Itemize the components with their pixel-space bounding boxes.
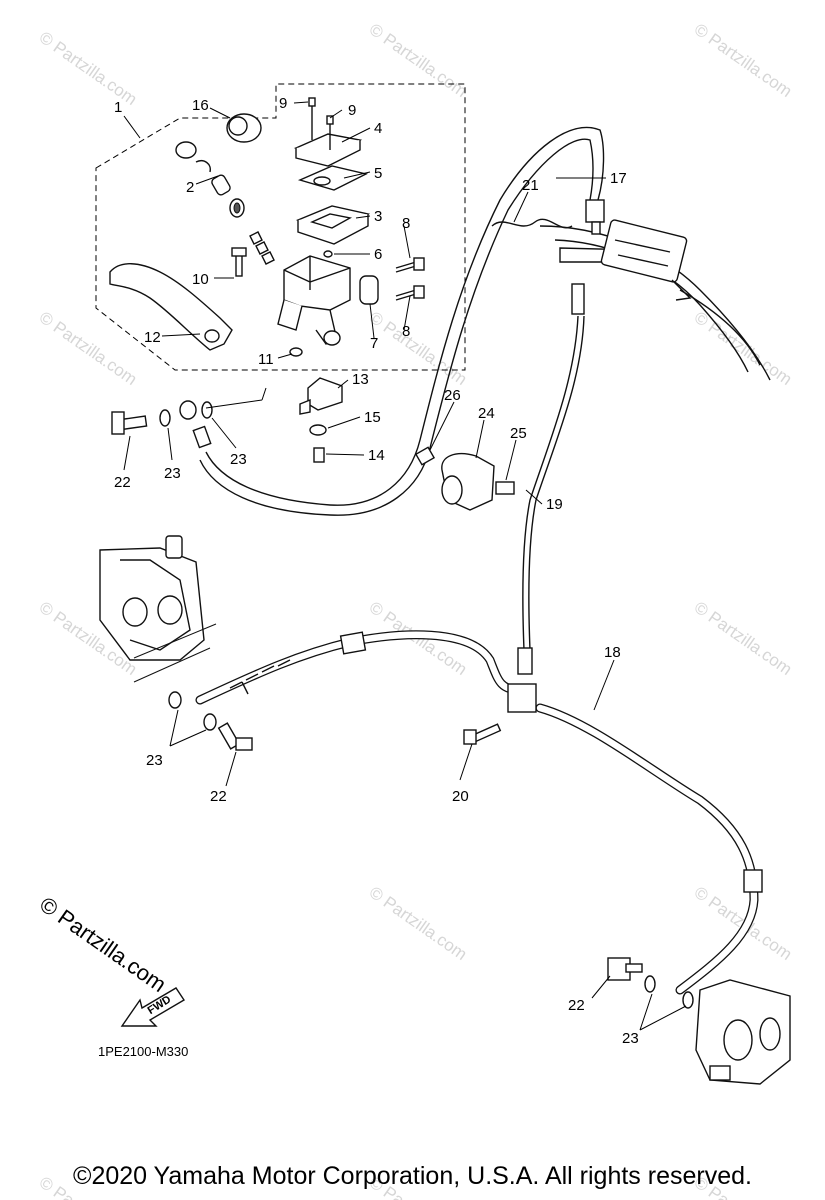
watermark-text: © Partzilla.com: [691, 308, 796, 389]
watermark-text: © Partzilla.com: [366, 883, 471, 964]
callout-13: 13: [352, 371, 369, 388]
banjo-fitting-left: [168, 691, 253, 751]
callout-19: 19: [546, 496, 563, 513]
brake-lever-12: [109, 263, 233, 351]
callout-17: 17: [610, 170, 627, 187]
callout-23: 23: [164, 465, 181, 482]
callout-9: 9: [348, 102, 356, 119]
callout-20: 20: [452, 788, 469, 805]
watermark-text: © Partzilla.com: [36, 308, 141, 389]
callout-10: 10: [192, 271, 209, 288]
callout-1: 1: [114, 99, 122, 116]
partzilla-mark: © Partzilla.com: [35, 892, 171, 998]
leader-lines: [123, 101, 687, 1031]
plate-5: [297, 165, 369, 191]
callout-4: 4: [374, 120, 382, 137]
copyright-notice: ©2020 Yamaha Motor Corporation, U.S.A. A…: [73, 1162, 752, 1190]
callout-22: 22: [568, 997, 585, 1014]
callout-23: 23: [230, 451, 247, 468]
callout-14: 14: [368, 447, 385, 464]
callout-23: 23: [622, 1030, 639, 1047]
piston-kit-2: [175, 141, 275, 265]
reservoir-parts: [293, 97, 371, 258]
wire-21: [491, 218, 573, 229]
callout-22: 22: [210, 788, 227, 805]
callout-18: 18: [604, 644, 621, 661]
bolt-20: [463, 723, 502, 745]
bolts: [231, 247, 425, 301]
watermark-text: © Partzilla.com: [366, 308, 471, 389]
callout-3: 3: [374, 208, 382, 225]
callout-22: 22: [114, 474, 131, 491]
callout-2: 2: [186, 179, 194, 196]
diagram-code: 1PE2100-M330: [98, 1044, 188, 1059]
callout-9: 9: [279, 95, 287, 112]
callout-6: 6: [374, 246, 382, 263]
right-caliper: [607, 957, 791, 1085]
cap-16: [226, 113, 262, 143]
switch-24: [414, 446, 515, 511]
ring-6: [323, 250, 333, 258]
callout-15: 15: [364, 409, 381, 426]
upper-brake-hose: [179, 126, 605, 516]
callout-24: 24: [478, 405, 495, 422]
callout-21: 21: [522, 177, 539, 194]
watermark-text: © Partzilla.com: [36, 28, 141, 109]
callout-11: 11: [258, 351, 274, 368]
brake-switch: [299, 377, 343, 463]
callouts: 1 16 2 9 9 4 5 3 6 8 8 7 10 12 11 13 15 …: [114, 95, 639, 1047]
main-brake-hose-18: [195, 630, 763, 995]
callout-23: 23: [146, 752, 163, 769]
hose-fitting-17: [585, 199, 605, 235]
callout-5: 5: [374, 165, 382, 182]
callout-7: 7: [370, 335, 378, 352]
watermark-text: © Partzilla.com: [691, 598, 796, 679]
banjo-fitting-top: [111, 401, 213, 435]
callout-25: 25: [510, 425, 527, 442]
master-cylinder-body: [277, 255, 379, 357]
callout-8: 8: [402, 323, 410, 340]
watermark-text: © Partzilla.com: [366, 20, 471, 101]
brake-pipe-19: [517, 283, 585, 675]
watermark-text: © Partzilla.com: [691, 20, 796, 101]
callout-8: 8: [402, 215, 410, 232]
handlebar: [539, 219, 771, 381]
callout-16: 16: [192, 97, 209, 114]
callout-26: 26: [444, 387, 461, 404]
callout-12: 12: [144, 329, 161, 346]
left-caliper: [99, 535, 217, 683]
